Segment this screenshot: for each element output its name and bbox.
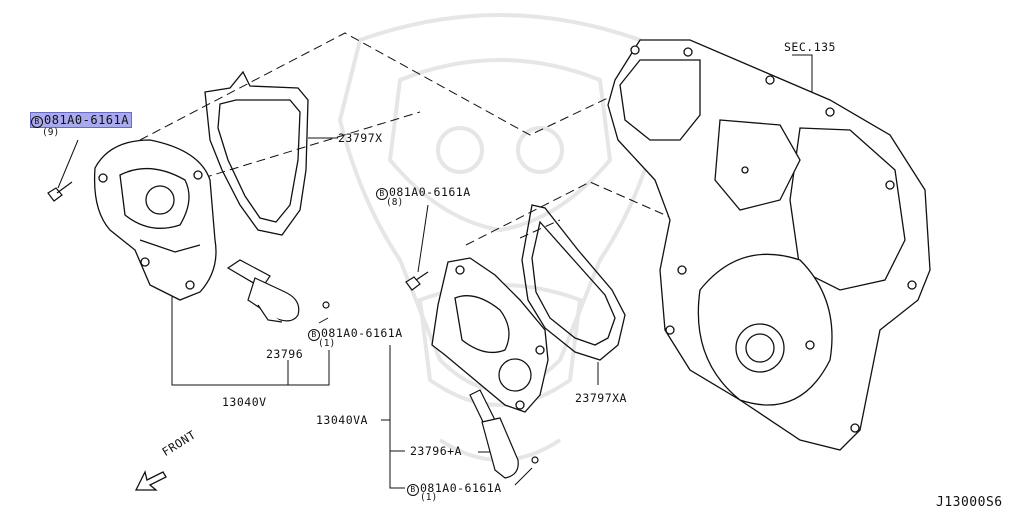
figure-code: J13000S6: [936, 495, 1003, 510]
qty-bolt-top-left: (9): [42, 127, 60, 138]
bolt-middle: [405, 271, 429, 291]
label-cover-13040va[interactable]: 13040VA: [316, 413, 368, 427]
b-badge-icon: B: [376, 188, 388, 200]
label-gasket-23797xa[interactable]: 23797XA: [575, 391, 627, 405]
timing-chain-case: [607, 39, 931, 451]
label-solenoid-23796[interactable]: 23796: [266, 347, 304, 361]
label-sec-135[interactable]: SEC.135: [784, 40, 836, 54]
label-solenoid-23796a[interactable]: 23796+A: [410, 444, 462, 458]
front-direction-arrow: [134, 470, 167, 491]
label-cover-13040v[interactable]: 13040V: [222, 395, 267, 409]
solenoid-23796a: [469, 389, 539, 479]
part-number: 081A0-6161A: [389, 185, 471, 199]
front-cover-va: [431, 257, 549, 413]
bolt-top-left: [47, 181, 73, 202]
gasket-23797xa: [521, 204, 626, 361]
alignment-lines: [139, 32, 673, 246]
part-number: 081A0-6161A: [420, 481, 502, 495]
qty-bolt-middle: (8): [386, 197, 404, 208]
b-badge-icon: B: [31, 116, 43, 128]
label-gasket-23797x[interactable]: 23797X: [338, 131, 383, 145]
part-number: 081A0-6161A: [44, 113, 129, 127]
part-number: 081A0-6161A: [321, 326, 403, 340]
gasket-23797x: [204, 70, 309, 236]
qty-bolt-v-solenoid: (1): [318, 338, 336, 349]
solenoid-23796: [226, 259, 330, 323]
front-cover-v: [93, 139, 217, 301]
qty-bolt-va-solenoid: (1): [420, 492, 438, 503]
b-badge-icon: B: [308, 329, 320, 341]
b-badge-icon: B: [407, 484, 419, 496]
